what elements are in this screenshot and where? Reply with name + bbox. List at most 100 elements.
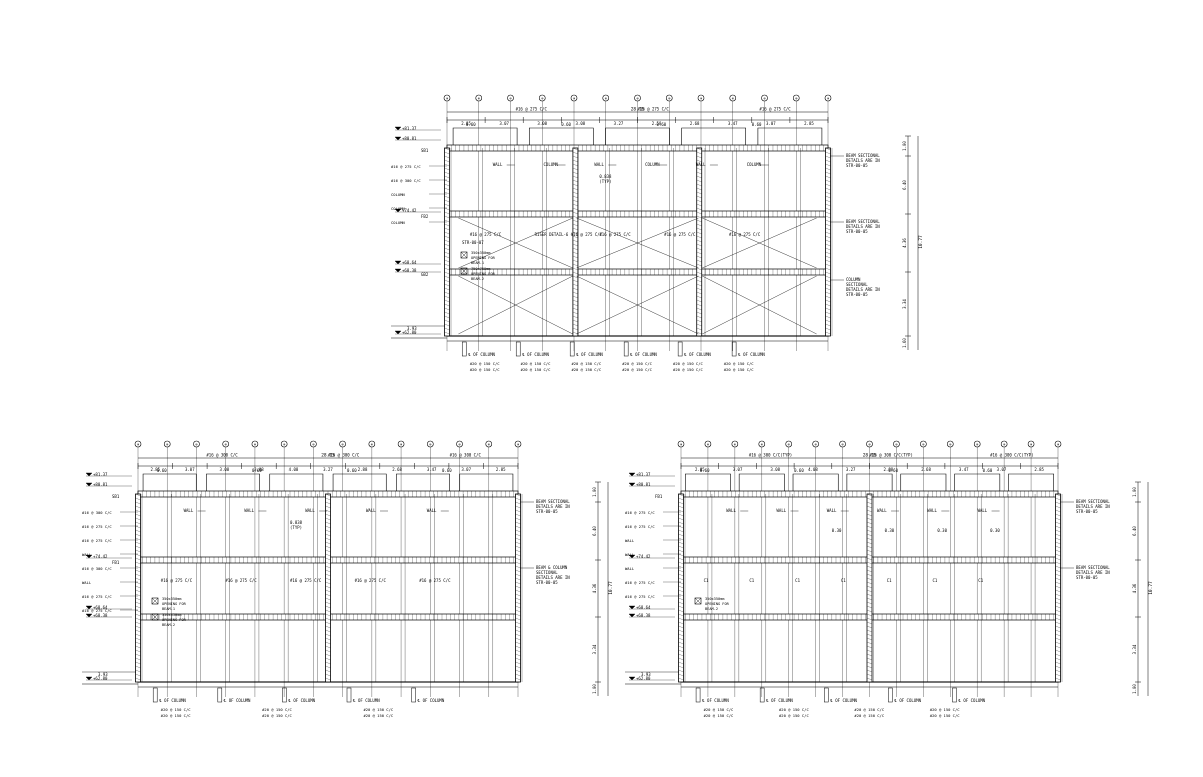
wall-label: COLUMN <box>747 162 762 167</box>
dimension-span: 3.07 <box>997 467 1007 472</box>
opening-size: 350x350mm <box>162 597 181 601</box>
grid-bubble-mark: ⊕ <box>636 96 638 100</box>
column-hatch <box>444 171 450 175</box>
column-hatch <box>678 565 684 569</box>
bottom-rebar-note: #20 @ 150 C/C <box>161 713 191 718</box>
bottom-rebar-note: #20 @ 150 C/C <box>673 361 703 366</box>
column-hatch <box>696 195 702 199</box>
column-hatch <box>444 315 450 319</box>
column-hatch <box>1055 505 1061 509</box>
center-note: 0.30 <box>937 528 947 533</box>
column-hatch <box>866 625 873 629</box>
level-value: +81.37 <box>402 126 417 131</box>
column-hatch <box>515 533 521 537</box>
top-rebar-note: #16 @ 275 C/C <box>638 107 670 112</box>
column-hatch <box>825 327 831 331</box>
footing <box>677 341 683 357</box>
left-note: #16 @ 275 C/C <box>625 594 655 599</box>
column-hatch <box>678 661 684 665</box>
column-hatch <box>1055 557 1061 561</box>
beam-tag: GB2 <box>421 272 429 277</box>
column-hatch <box>866 597 873 601</box>
column-hatch <box>325 657 331 661</box>
beam-note: STR-00-05 <box>536 580 558 585</box>
column-hatch <box>444 223 450 227</box>
column-hatch <box>678 581 684 585</box>
grid-bubble-mark: ⊕ <box>541 96 543 100</box>
column-hatch <box>866 545 873 549</box>
column-hatch <box>444 275 450 279</box>
column-hatch <box>135 513 141 517</box>
bottom-rebar-note: #20 @ 150 C/C <box>779 713 809 718</box>
grid-bubble-mark: ⊕ <box>842 442 844 446</box>
column-hatch <box>572 243 578 247</box>
column-hatch <box>866 505 873 509</box>
column-hatch <box>696 283 702 287</box>
column-hatch <box>825 299 831 303</box>
column-hatch <box>135 553 141 557</box>
column-hatch <box>325 565 331 569</box>
column-hatch <box>515 541 521 545</box>
grid-bubble-mark: ⊕ <box>605 96 607 100</box>
column-hatch <box>696 227 702 231</box>
column-hatch <box>325 541 331 545</box>
column-hatch <box>696 235 702 239</box>
grid-bubble-mark: ⊕ <box>342 442 344 446</box>
column-hatch <box>678 617 684 621</box>
column-hatch <box>444 151 450 155</box>
column-hatch <box>572 231 578 235</box>
column-hatch <box>325 641 331 645</box>
grid-bubble-mark: ⊕ <box>429 442 431 446</box>
column-hatch <box>135 569 141 573</box>
column-hatch <box>678 497 684 501</box>
column-hatch <box>825 323 831 327</box>
level-marker <box>628 613 636 618</box>
column-hatch <box>678 673 684 677</box>
column-hatch <box>444 195 450 199</box>
column-hatch <box>515 629 521 633</box>
opening-text: OPENING FOR <box>705 602 730 606</box>
opening-cross <box>460 251 468 259</box>
column-hatch <box>515 545 521 549</box>
level-value: +68.38 <box>636 613 651 618</box>
column-hatch <box>1055 517 1061 521</box>
column-hatch <box>825 159 831 163</box>
column-hatch <box>325 649 331 653</box>
column-hatch <box>825 271 831 275</box>
column-hatch <box>696 255 702 259</box>
center-note: 0.30 <box>885 528 895 533</box>
rebar-note: C1 <box>887 578 892 583</box>
column-hatch <box>444 291 450 295</box>
parapet <box>605 127 670 148</box>
column-hatch <box>825 279 831 283</box>
grid-bubble-mark: ⊕ <box>668 96 670 100</box>
dimension-span: 2.58 <box>652 121 662 126</box>
wall-label: WALL <box>184 508 194 513</box>
parapet <box>681 127 747 148</box>
column-hatch <box>444 271 450 275</box>
column-hatch <box>325 577 331 581</box>
dimension-span: 4.08 <box>289 467 299 472</box>
bottom-rebar-note: #20 @ 150 C/C <box>779 707 809 712</box>
top-rebar-note: #16 @ 300 C/C <box>206 453 238 458</box>
column-hatch <box>325 497 331 501</box>
overall-height: 10.77 <box>918 235 924 249</box>
column-hatch <box>515 641 521 645</box>
beam-note: BEAM SECTIONAL <box>536 499 570 504</box>
column-hatch <box>696 155 702 159</box>
column-hatch <box>515 581 521 585</box>
grid-bubble-mark: ⊕ <box>795 96 797 100</box>
column-hatch <box>515 673 521 677</box>
column-hatch <box>825 175 831 179</box>
column-hatch <box>135 621 141 625</box>
column-hatch <box>325 609 331 613</box>
grid-bubble-mark: ⊕ <box>400 442 402 446</box>
column-hatch <box>135 617 141 621</box>
column-hatch <box>135 533 141 537</box>
column-hatch <box>825 191 831 195</box>
column-hatch <box>444 231 450 235</box>
column-centerline-label: ℄ OF COLUMN <box>701 698 729 703</box>
column-hatch <box>866 577 873 581</box>
top-rebar-note: #16 @ 300 C/C <box>450 453 482 458</box>
column-hatch <box>866 645 873 649</box>
